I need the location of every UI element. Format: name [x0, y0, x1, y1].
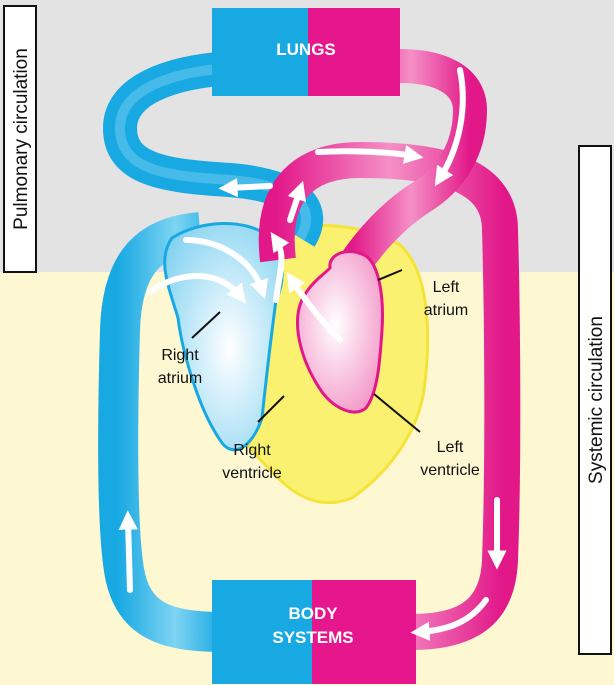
label-right-ventricle-1: Right: [233, 442, 271, 459]
label-left-atrium-2: atrium: [424, 302, 468, 319]
label-left-ventricle-2: ventricle: [420, 462, 480, 479]
lungs-box: LUNGS: [212, 8, 400, 96]
pulmonary-side-box: Pulmonary circulation: [4, 6, 36, 272]
systemic-side-box: Systemic circulation: [579, 146, 611, 654]
label-right-atrium-2: atrium: [158, 370, 202, 387]
arrow-pulmonary-left: [228, 186, 270, 188]
label-left-atrium-1: Left: [433, 279, 460, 296]
label-right-ventricle-2: ventricle: [222, 465, 282, 482]
label-right-atrium-1: Right: [161, 347, 199, 364]
label-left-ventricle-1: Left: [437, 439, 464, 456]
arrow-up-vena-cava: [128, 520, 130, 590]
body-systems-box: BODY SYSTEMS: [212, 580, 416, 684]
pulmonary-circulation-label: Pulmonary circulation: [11, 48, 32, 230]
systemic-circulation-label: Systemic circulation: [586, 316, 607, 484]
body-label-line2: SYSTEMS: [272, 628, 353, 647]
body-label-line1: BODY: [288, 604, 338, 623]
lungs-label: LUNGS: [276, 40, 336, 59]
